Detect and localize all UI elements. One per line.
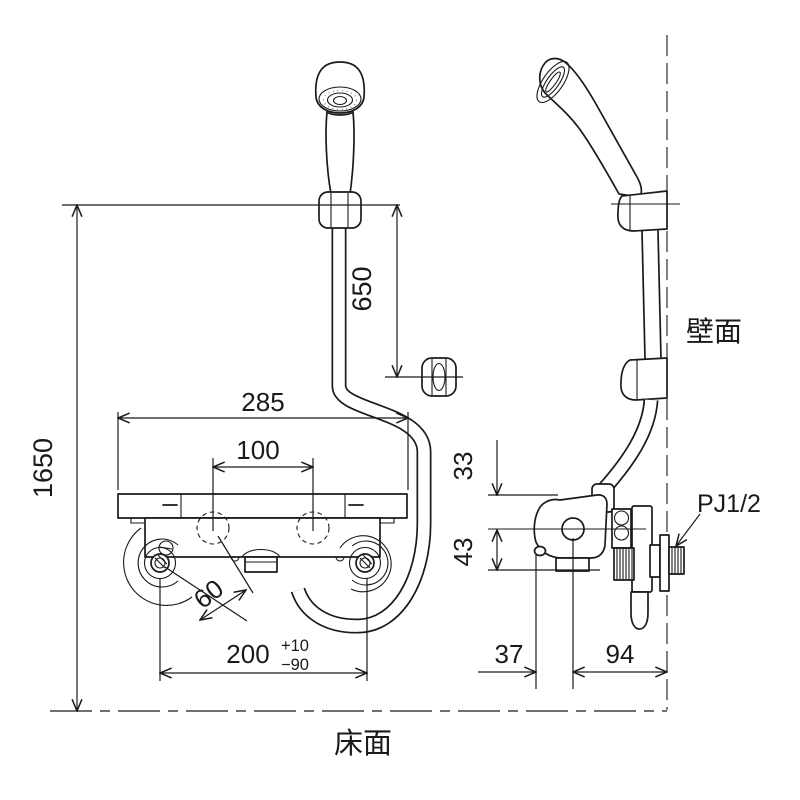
wall-bracket-top-side: [617, 190, 668, 232]
shower-face-ring-outer: [318, 86, 362, 112]
dim-33-label: 33: [448, 452, 478, 481]
spout-arc: [241, 548, 281, 558]
shower-head-side: [538, 57, 643, 198]
side-view: [488, 35, 685, 710]
dim-200-tol-minus: −90: [281, 656, 309, 674]
spout: [244, 556, 278, 573]
check-valve-ball-1: [613, 510, 630, 526]
hose-side-upper: [641, 230, 662, 360]
body-bump-side: [533, 545, 547, 557]
shower-hose-front: [290, 222, 432, 634]
shower-holder-detail: [330, 193, 349, 227]
floor-surface-label: 床面: [334, 727, 392, 760]
dim-285-label: 285: [241, 387, 284, 417]
faucet-body-front: [144, 517, 381, 558]
dim-37-label: 37: [495, 639, 524, 669]
shower-face-side: [536, 60, 570, 104]
dim-60-label: 60: [188, 573, 229, 614]
shower-face-ring-inner: [332, 95, 348, 106]
dim-94-label: 94: [606, 639, 635, 669]
lock-nut: [649, 544, 661, 578]
thread-leader-line: [676, 513, 701, 546]
hose-side-lower: [598, 399, 659, 494]
shower-holder-front: [318, 191, 362, 229]
drop-pipe: [630, 591, 649, 630]
thread-type-label: PJ1/2: [697, 490, 761, 518]
front-view: [117, 61, 457, 634]
dim-1650-label: 1650: [28, 438, 58, 498]
threaded-pipe: [668, 546, 685, 575]
dim-60-line: [200, 590, 246, 620]
wall-surface-label: 壁面: [686, 316, 742, 347]
faucet-bar-dividers: [180, 494, 346, 518]
shower-face-dots-1: [322, 89, 358, 111]
dim-200-label: 200: [226, 639, 269, 669]
connector-plate: [631, 505, 653, 593]
dim-285-ext: [117, 412, 409, 490]
shower-handle-front: [325, 111, 355, 195]
dim-200-ext: [159, 578, 368, 681]
bar-shoulders: [130, 518, 395, 524]
wall-bracket-lower-side: [620, 357, 668, 401]
check-valve-ball-2: [613, 525, 630, 541]
knurled-nut: [613, 547, 635, 581]
mounting-leg-right: [339, 535, 392, 593]
faucet-bar: [117, 493, 408, 519]
shower-face-ring-mid: [326, 92, 354, 108]
dim-43-label: 43: [448, 538, 478, 567]
dim-100-label: 100: [236, 435, 279, 465]
dim-200-tol-plus: +10: [281, 637, 309, 655]
dim-650-label: 650: [347, 266, 377, 311]
wall-flange: [659, 534, 670, 592]
dimensions: 1650 650 285 100 60 200 +10 −90 33 43 37: [28, 205, 761, 760]
